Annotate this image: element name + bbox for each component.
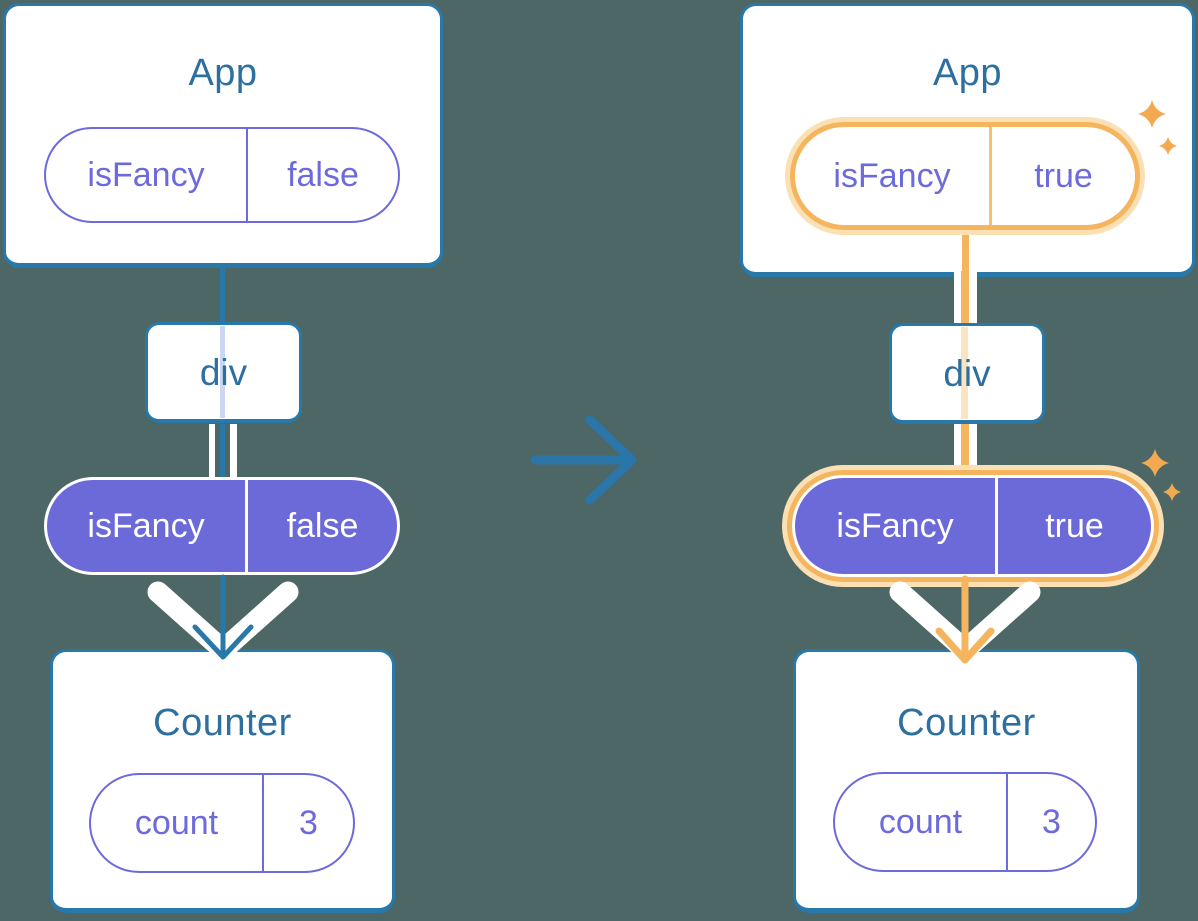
right-count-pill: count 3 xyxy=(833,772,1097,872)
left-counter-title: Counter xyxy=(153,702,292,744)
right-app-prop-pill: isFancy true xyxy=(790,122,1140,230)
right-prop-flow-line-white xyxy=(954,424,961,469)
state-name-label: count xyxy=(835,774,1008,870)
prop-value-label: true xyxy=(1034,156,1093,195)
prop-value-label: false xyxy=(286,506,359,545)
right-counter-title: Counter xyxy=(897,702,1036,744)
right-prop-flow-line-white xyxy=(969,424,977,469)
right-prop-flow-line-orange xyxy=(961,424,969,469)
prop-value-label: false xyxy=(287,155,359,194)
right-prop-flow-line-orange xyxy=(961,271,969,326)
right-prop-flow-line-white xyxy=(954,271,961,326)
left-count-pill: count 3 xyxy=(89,773,355,873)
prop-name-label: isFancy xyxy=(47,480,248,572)
sparkle-icon xyxy=(1141,449,1181,501)
state-value-label: 3 xyxy=(1042,802,1061,841)
state-value-label: 3 xyxy=(299,803,318,842)
right-app-title: App xyxy=(932,52,1003,94)
left-prop-flow-arrow-icon xyxy=(147,574,299,661)
left-app-prop-pill: isFancy false xyxy=(44,127,400,223)
right-prop-flow-line-white xyxy=(969,271,977,326)
right-prop-flow-line-orange xyxy=(962,235,969,273)
sparkle-icon xyxy=(1138,100,1177,155)
left-edge-app-div xyxy=(220,266,225,324)
left-prop-flow-line-white xyxy=(230,424,237,479)
left-app-title: App xyxy=(188,52,258,94)
prop-name-label: isFancy xyxy=(46,129,248,221)
state-name-label: count xyxy=(91,775,264,871)
right-prop-flow-arrow-icon xyxy=(889,575,1041,664)
prop-name-label: isFancy xyxy=(795,478,998,574)
left-passed-prop-pill: isFancy false xyxy=(44,477,400,575)
right-arrow-icon xyxy=(530,415,637,505)
left-prop-flow-line-white xyxy=(209,424,215,479)
right-div-passthrough-line xyxy=(961,327,968,419)
left-div-label: div xyxy=(199,351,248,393)
prop-name-label: isFancy xyxy=(795,127,992,225)
left-edge-div-pill xyxy=(220,424,225,479)
left-div-passthrough-line xyxy=(220,326,225,418)
prop-value-label: true xyxy=(1045,506,1104,545)
right-div-label: div xyxy=(943,352,991,394)
right-passed-prop-pill: isFancy true xyxy=(792,475,1154,577)
